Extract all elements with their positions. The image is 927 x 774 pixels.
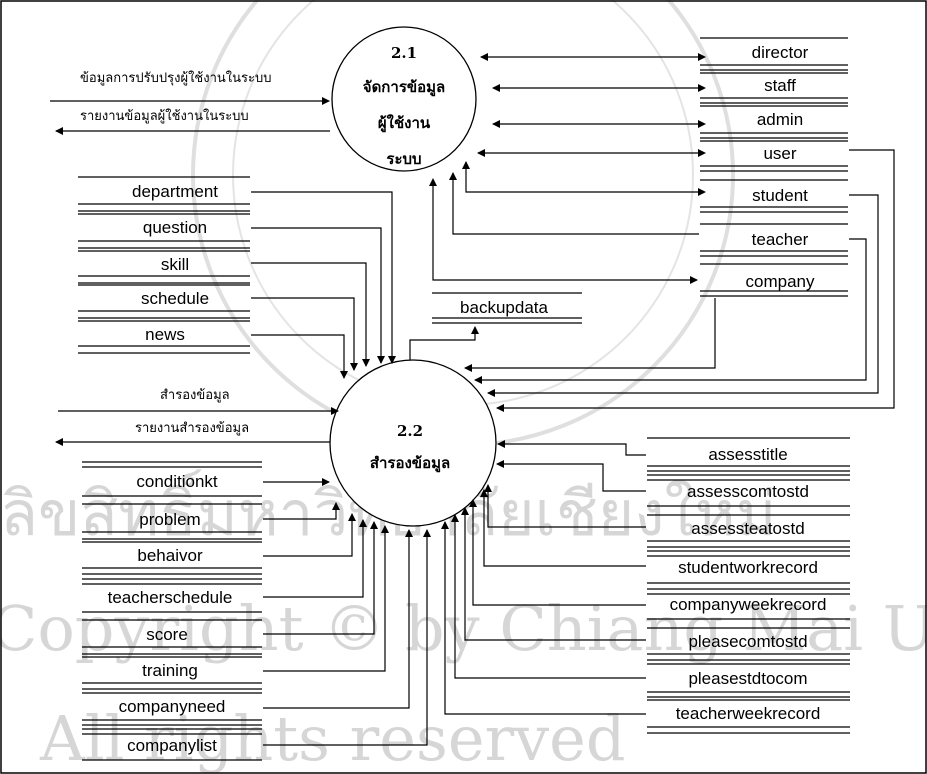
stores-left-bottom: conditionkt problem behaivor teachersche… (82, 461, 262, 761)
store-assesstitle: assesstitle (647, 437, 850, 472)
store-company: company (700, 263, 848, 297)
store-student: student (700, 179, 848, 213)
svg-text:pleasestdtocom: pleasestdtocom (688, 669, 807, 688)
stores-left-top: department question skill schedule news (78, 176, 250, 354)
store-teacher: teacher (700, 223, 848, 257)
svg-text:question: question (143, 218, 207, 237)
svg-text:news: news (145, 325, 185, 344)
svg-text:backupdata: backupdata (460, 298, 548, 317)
store-backupdata: backupdata (409, 292, 582, 360)
store-problem: problem (82, 503, 262, 540)
stores-right-top: director staff admin user student teache… (700, 37, 848, 297)
svg-text:training: training (142, 661, 198, 680)
store-user: user (700, 140, 848, 172)
process-2-1: 2.1 จัดการข้อมูล ผู้ใช้งาน ระบบ (331, 26, 477, 172)
store-pleasestdtocom: pleasestdtocom (647, 663, 850, 698)
store-news: news (78, 320, 250, 354)
store-director: director (700, 37, 848, 71)
process-2-1-id: 2.1 (391, 44, 417, 62)
svg-text:companylist: companylist (127, 736, 217, 755)
flow-report-backup: รายงานสำรองข้อมูล (135, 421, 249, 436)
store-score: score (82, 619, 262, 655)
svg-text:score: score (146, 625, 188, 644)
svg-text:admin: admin (757, 110, 803, 129)
svg-text:department: department (132, 182, 218, 201)
svg-text:companyweekrecord: companyweekrecord (670, 595, 827, 614)
svg-text:assessteatostd: assessteatostd (691, 519, 804, 538)
svg-text:schedule: schedule (141, 289, 209, 308)
svg-text:pleasecomtostd: pleasecomtostd (688, 632, 807, 651)
store-schedule: schedule (78, 284, 250, 319)
store-assesscomtostd: assesscomtostd (647, 474, 850, 507)
store-studentworkrecord: studentworkrecord (647, 550, 850, 584)
svg-text:staff: staff (764, 76, 796, 95)
svg-text:behaivor: behaivor (137, 546, 203, 565)
flows-process-2-1: ข้อมูลการปรับปรุงผู้ใช้งานในระบบ รายงานข… (50, 70, 330, 135)
store-assessteatostd: assessteatostd (647, 514, 850, 548)
store-companylist: companylist (82, 728, 262, 761)
svg-text:company: company (746, 272, 815, 291)
flow-update-user: ข้อมูลการปรับปรุงผู้ใช้งานในระบบ (80, 70, 271, 86)
flow-backup: สำรองข้อมูล (160, 388, 230, 403)
process-2-2-id: 2.2 (397, 422, 423, 440)
store-pleasecomtostd: pleasecomtostd (647, 627, 850, 661)
store-staff: staff (700, 72, 848, 104)
process-2-2: 2.2 สำรองข้อมูล (329, 359, 497, 527)
store-question: question (78, 213, 250, 249)
svg-text:assesstitle: assesstitle (708, 445, 787, 464)
svg-text:teacherschedule: teacherschedule (108, 588, 233, 607)
store-companyweekrecord: companyweekrecord (647, 588, 850, 620)
store-admin: admin (700, 105, 848, 139)
links-right-top (429, 53, 706, 284)
svg-text:teacherweekrecord: teacherweekrecord (676, 704, 821, 723)
store-skill: skill (78, 250, 250, 284)
svg-text:problem: problem (139, 510, 200, 529)
process-2-2-name: สำรองข้อมูล (370, 454, 450, 473)
flow-report-user: รายงานข้อมูลผู้ใช้งานในระบบ (80, 108, 249, 124)
process-2-1-name-2: ผู้ใช้งาน (378, 114, 431, 133)
links-right-bottom (441, 440, 646, 715)
svg-text:skill: skill (161, 255, 189, 274)
links-left-top (251, 191, 396, 379)
svg-text:teacher: teacher (752, 230, 809, 249)
store-teacherschedule: teacherschedule (82, 578, 262, 613)
svg-text:companyneed: companyneed (119, 697, 226, 716)
svg-text:conditionkt: conditionkt (136, 472, 218, 491)
process-2-1-name-3: ระบบ (386, 150, 421, 168)
store-conditionkt: conditionkt (82, 461, 262, 497)
store-training: training (82, 656, 262, 690)
process-2-1-name-1: จัดการข้อมูล (363, 78, 445, 97)
svg-text:user: user (763, 144, 796, 163)
stores-right-bottom: assesstitle assesscomtostd assessteatost… (647, 437, 850, 734)
store-teacherweekrecord: teacherweekrecord (647, 699, 850, 734)
svg-text:student: student (752, 186, 808, 205)
svg-text:director: director (752, 43, 809, 62)
store-companyneed: companyneed (82, 692, 262, 726)
store-behaivor: behaivor (82, 541, 262, 575)
links-left-bottom (263, 478, 431, 746)
store-department: department (78, 176, 250, 212)
flows-process-2-2: สำรองข้อมูล รายงานสำรองข้อมูล (55, 388, 339, 446)
svg-text:assesscomtostd: assesscomtostd (687, 482, 809, 501)
links-right-to-2-2 (464, 149, 895, 412)
svg-text:studentworkrecord: studentworkrecord (678, 558, 818, 577)
